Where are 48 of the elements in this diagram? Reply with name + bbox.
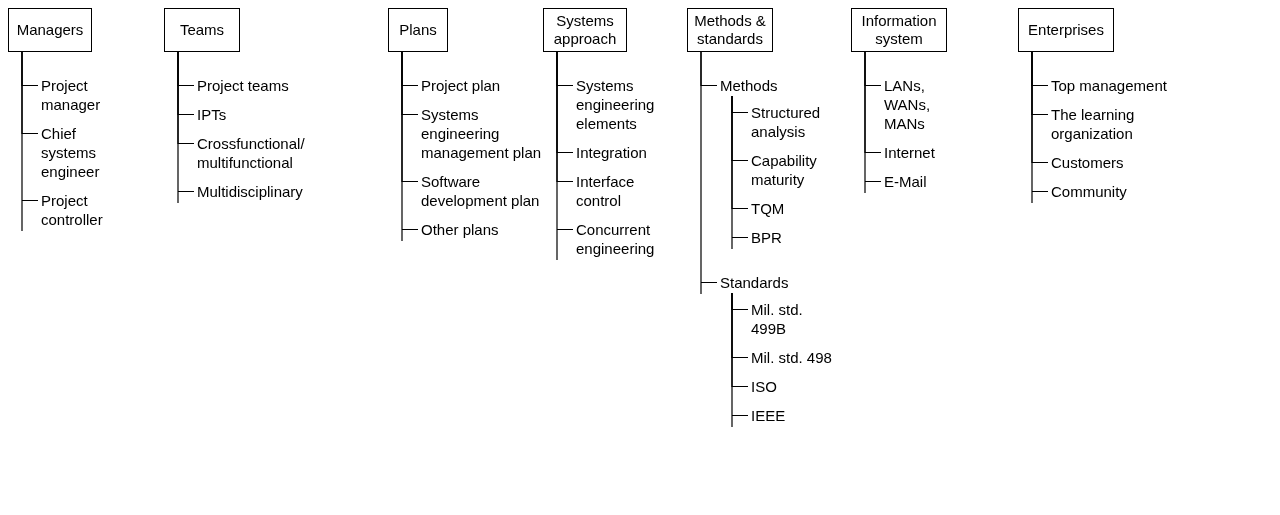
item-label: Structured analysis	[751, 103, 841, 141]
tree-connector-line	[21, 51, 39, 232]
category-box: Teams	[164, 8, 240, 52]
item-label: Community	[1051, 182, 1171, 201]
item-label: IEEE	[751, 406, 841, 425]
item-label: Project plan	[421, 76, 545, 95]
category-box: Enterprises	[1018, 8, 1114, 52]
item-label: Chief systems engineer	[41, 124, 117, 181]
item-label: TQM	[751, 199, 841, 218]
item-label: Methods	[720, 76, 820, 95]
tree-connector-line	[1031, 51, 1049, 204]
item-label: Other plans	[421, 220, 545, 239]
item-label: Top management	[1051, 76, 1171, 95]
tree-connector-line	[401, 51, 419, 242]
item-label: The learning organization	[1051, 105, 1171, 143]
category-box: Systems approach	[543, 8, 627, 52]
item-label: Mil. std. 499B	[751, 300, 841, 338]
item-label: Systems engineering management plan	[421, 105, 545, 162]
item-label: Customers	[1051, 153, 1171, 172]
item-label: Concurrent engineering	[576, 220, 672, 258]
tree-connector-line	[731, 95, 749, 250]
item-label: LANs, WANs, MANs	[884, 76, 946, 133]
item-label: Standards	[720, 273, 820, 292]
item-label: Capability maturity	[751, 151, 841, 189]
item-label: Project manager	[41, 76, 117, 114]
category-box: Plans	[388, 8, 448, 52]
item-label: E-Mail	[884, 172, 946, 191]
item-label: Project teams	[197, 76, 327, 95]
tree-connector-line	[177, 51, 195, 204]
category-box: Managers	[8, 8, 92, 52]
item-label: BPR	[751, 228, 841, 247]
tree-connector-line	[731, 292, 749, 428]
item-label: IPTs	[197, 105, 327, 124]
item-label: Systems engineering elements	[576, 76, 672, 133]
item-label: Integration	[576, 143, 672, 162]
category-box: Methods & standards	[687, 8, 773, 52]
category-box: Information system	[851, 8, 947, 52]
item-label: Internet	[884, 143, 946, 162]
item-label: Interface control	[576, 172, 672, 210]
item-label: Software development plan	[421, 172, 545, 210]
item-label: Mil. std. 498	[751, 348, 841, 367]
item-label: Crossfunctional/ multifunctional	[197, 134, 327, 172]
tree-connector-line	[700, 51, 718, 295]
item-label: Project controller	[41, 191, 117, 229]
item-label: Multidisciplinary	[197, 182, 327, 201]
tree-connector-line	[864, 51, 882, 194]
item-label: ISO	[751, 377, 841, 396]
tree-connector-line	[556, 51, 574, 261]
